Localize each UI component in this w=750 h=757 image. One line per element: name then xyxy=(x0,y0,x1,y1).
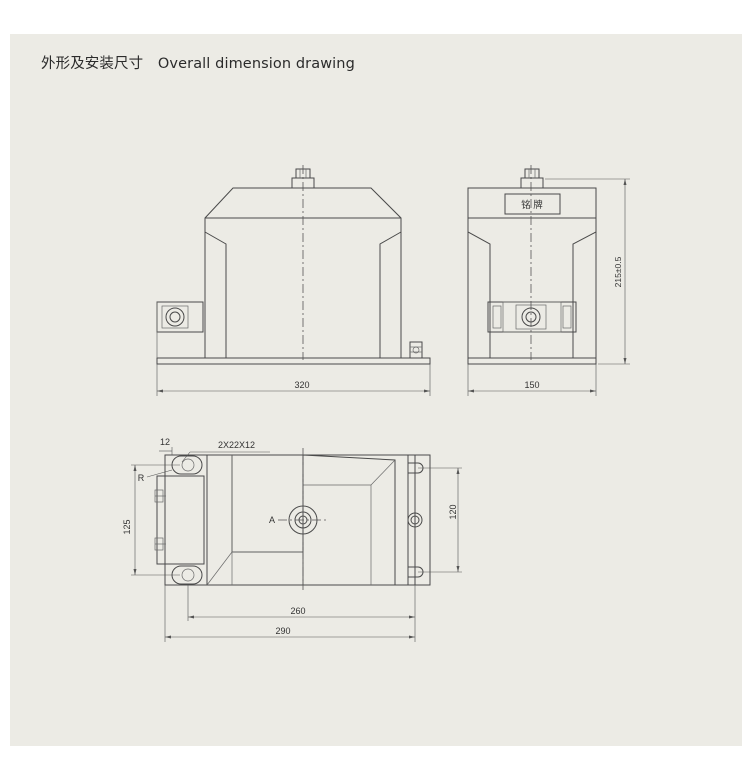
title-chinese: 外形及安装尺寸 xyxy=(41,56,144,72)
page-title: 外形及安装尺寸 Overall dimension drawing xyxy=(41,52,365,73)
title-english: Overall dimension drawing xyxy=(157,56,355,72)
overall-length-dim: 290 xyxy=(275,626,290,636)
slot-width-dim: 12 xyxy=(160,437,170,447)
right-spacing-dim: 120 xyxy=(448,504,458,519)
nameplate-label: 铭 牌 xyxy=(521,199,543,211)
top-view: A 12 2X22X12 R 125 120 260 xyxy=(122,437,462,642)
drawing-panel: 外形及安装尺寸 Overall dimension drawing xyxy=(10,34,742,746)
terminal-label-a: A xyxy=(269,515,275,525)
front-width-dim: 320 xyxy=(294,380,309,390)
hole-spacing-dim: 125 xyxy=(122,519,132,534)
side-width-dim: 150 xyxy=(524,380,539,390)
side-view: 铭 牌 150 215±0.5 xyxy=(467,165,630,396)
radius-label: R xyxy=(138,473,145,483)
inner-length-dim: 260 xyxy=(290,606,305,616)
side-height-dim: 215±0.5 xyxy=(613,256,623,287)
front-view: 320 xyxy=(156,165,431,396)
slot-spec-label: 2X22X12 xyxy=(218,440,255,450)
